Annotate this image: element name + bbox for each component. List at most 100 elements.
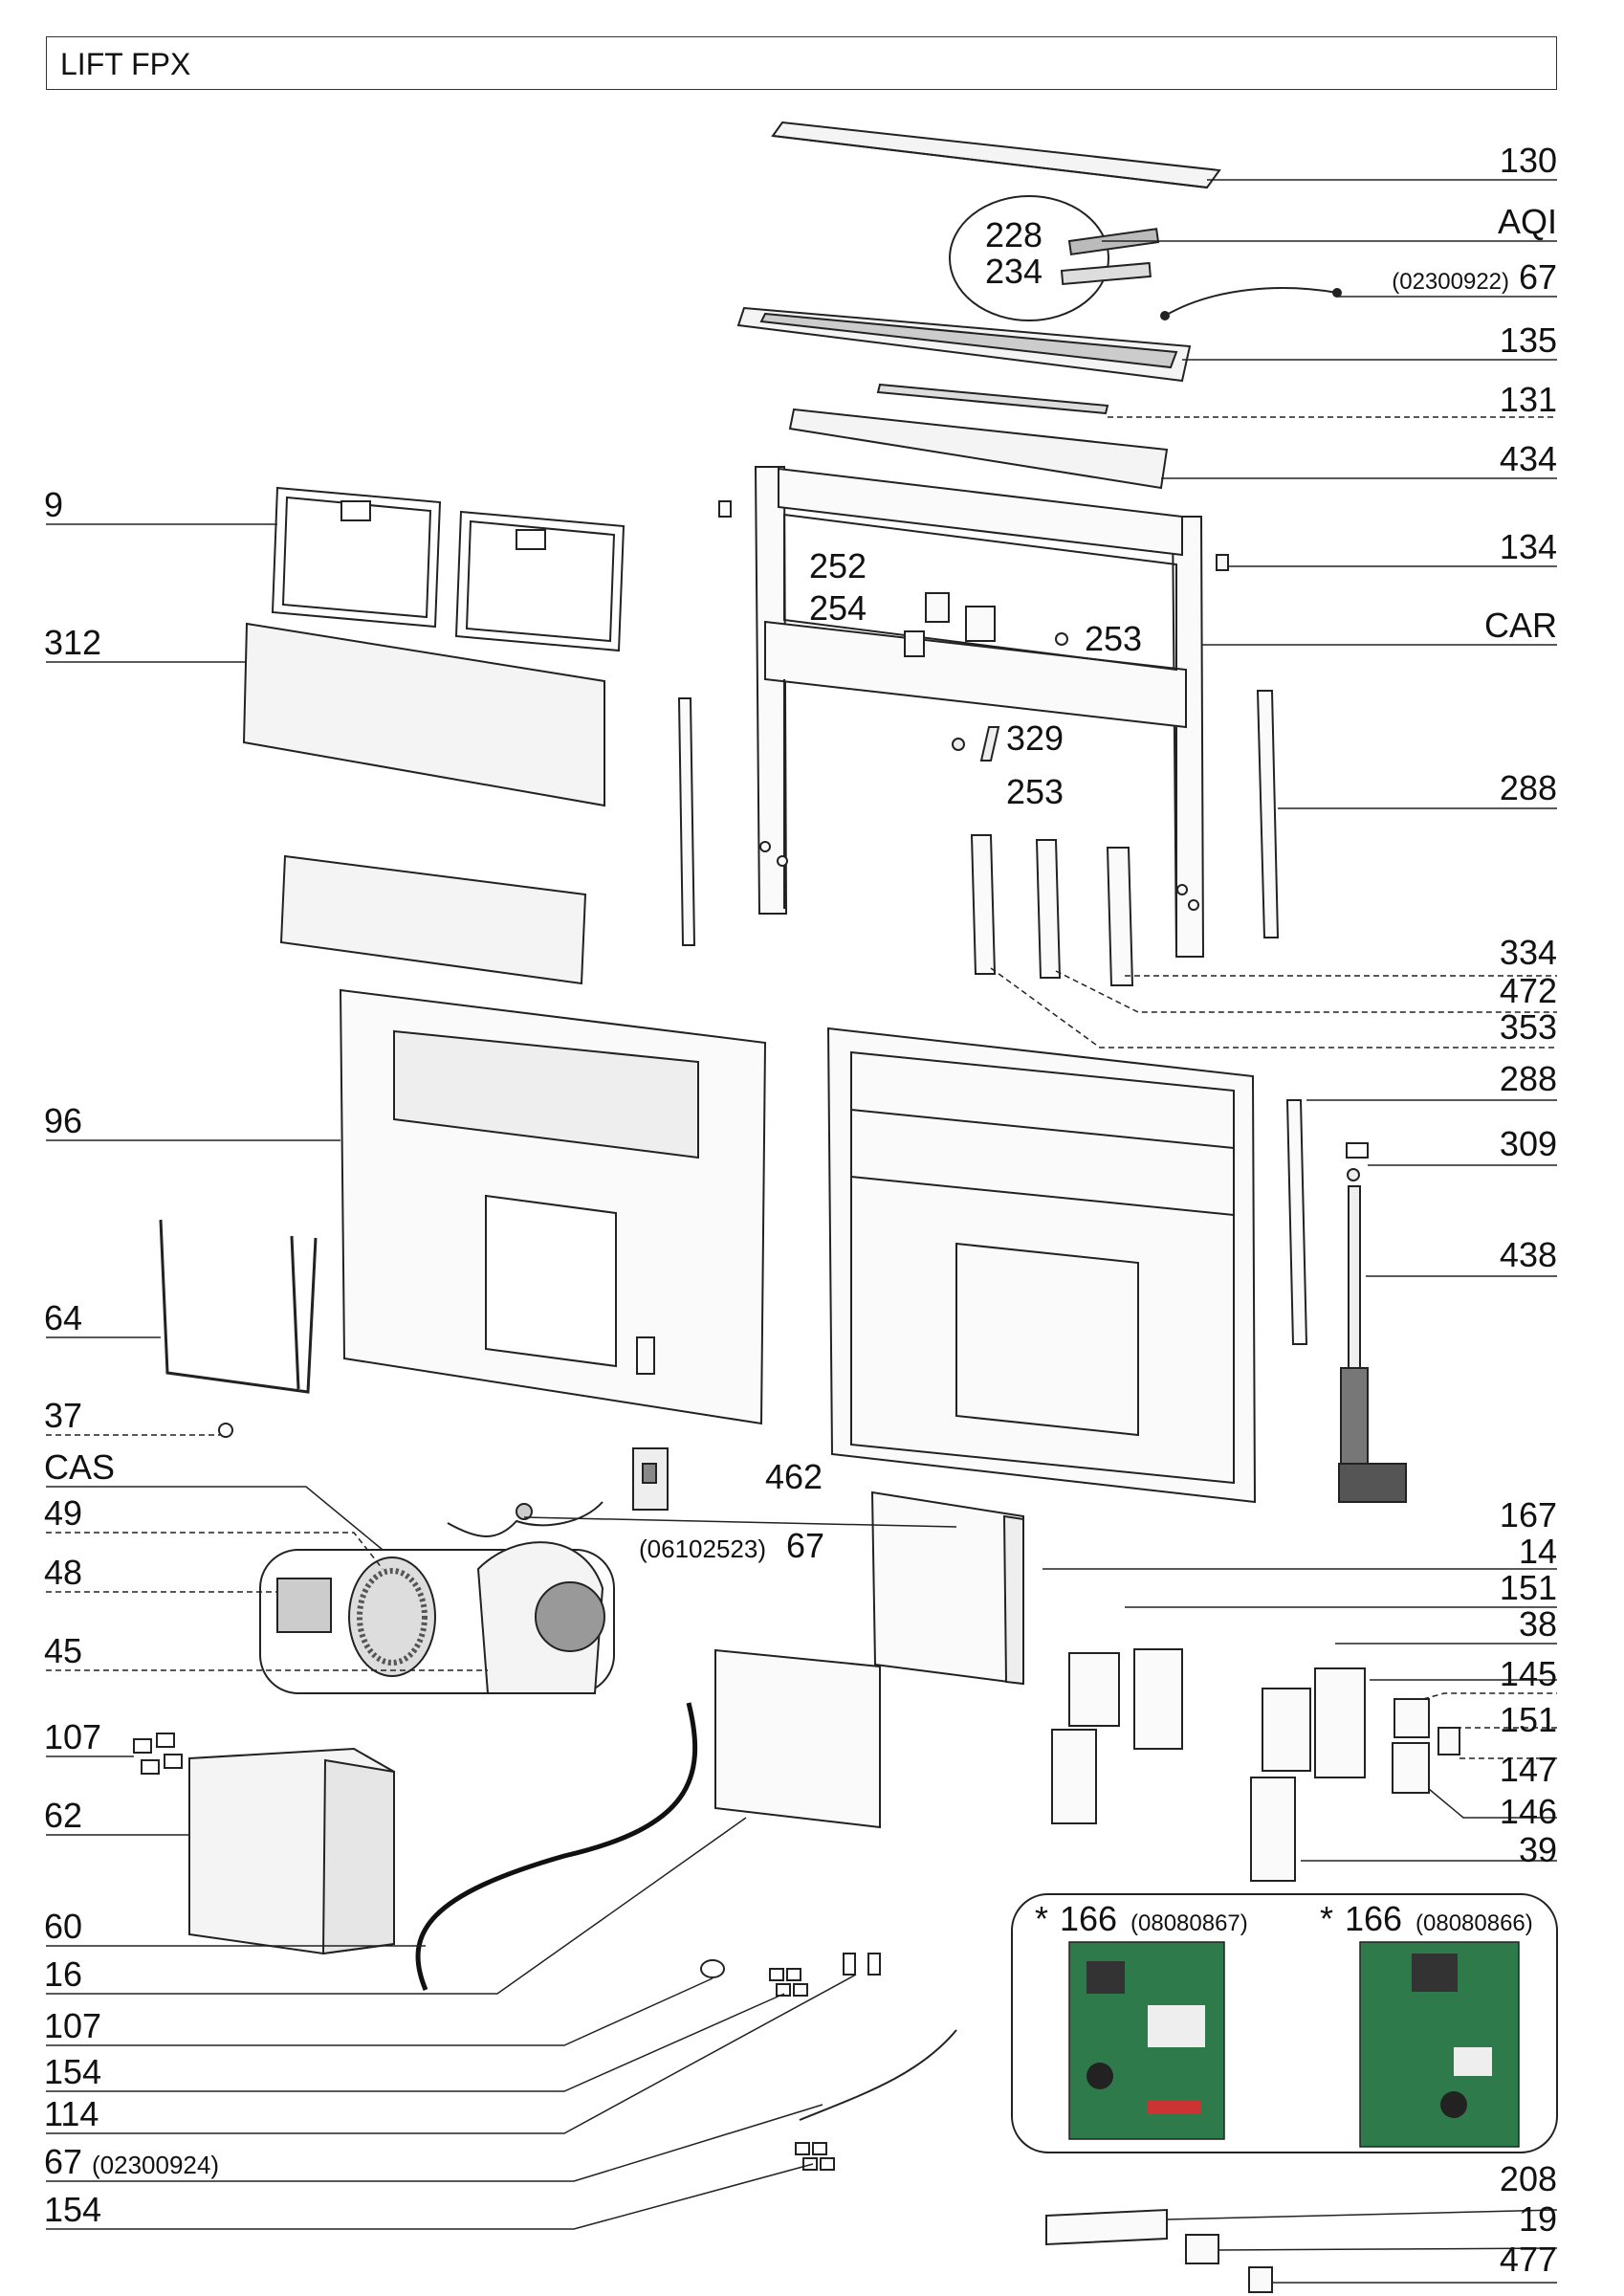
label-67b: 67 [786,1526,824,1565]
label-45: 45 [44,1631,82,1670]
label-154a: 154 [44,2052,101,2091]
panel-312 [242,622,605,807]
clips-107a [133,1733,183,1775]
small-parts [700,1953,957,2171]
label-288b: 288 [1500,1059,1557,1098]
label-19: 19 [1519,2199,1557,2239]
plate [279,854,587,985]
leader-lines [46,179,1558,2284]
star-166a: * [1035,1899,1048,1938]
box-62 [188,1747,395,1955]
actuator-438 [1338,1142,1407,1503]
label-62: 62 [44,1796,82,1835]
label-134: 134 [1500,527,1557,566]
star-166b: * [1320,1899,1333,1938]
modules-right [1051,1648,1460,1882]
bar-434 [788,408,1169,490]
code-67b: (06102523) [639,1534,766,1563]
left-labels: 9 312 96 64 37 CAS 49 48 45 107 62 60 16… [44,485,219,2229]
label-151b: 151 [1500,1700,1557,1739]
right-labels: 130 AQI 67 (02300922) 135 131 434 134 CA… [1392,141,1557,2279]
label-39: 39 [1519,1830,1557,1869]
label-114: 114 [44,2094,99,2133]
label-151a: 151 [1500,1568,1557,1607]
frame-135 [736,306,1192,383]
connector-462 [632,1447,669,1511]
part-37 [218,1423,233,1438]
title-frame: LIFT FPX [46,36,1557,90]
label-38: 38 [1519,1604,1557,1644]
label-166b: 166 [1345,1899,1402,1938]
label-228: 228 [985,215,1042,254]
main-housing [826,1027,1257,1504]
car-frame [718,466,1229,958]
rails-288-334-472-353 [677,690,1280,986]
plate-16 [714,1648,881,1829]
label-48: 48 [44,1553,82,1592]
label-353: 353 [1500,1007,1557,1047]
board-labels: * 166 (08080867) * 166 (08080866) [1035,1899,1533,1938]
label-254: 254 [809,588,867,628]
cover-167 [870,1490,1024,1686]
label-166a: 166 [1060,1899,1117,1938]
label-37: 37 [44,1396,82,1435]
label-472: 472 [1500,971,1557,1010]
label-60: 60 [44,1907,82,1946]
label-131: 131 [1500,380,1557,419]
label-64: 64 [44,1298,82,1337]
label-146: 146 [1500,1792,1557,1831]
code-67a: (02300922) [1392,269,1509,295]
cable-67b [447,1501,604,1537]
label-288a: 288 [1500,768,1557,807]
fan-group-cas [259,1541,615,1694]
label-aqi: AQI [1498,202,1557,241]
label-cas: CAS [44,1447,115,1487]
label-147: 147 [1500,1750,1557,1789]
label-234: 234 [985,252,1042,291]
label-438: 438 [1500,1235,1557,1274]
aqi-sensor-group [949,195,1342,321]
code-166a: (08080867) [1130,1910,1248,1936]
label-107a: 107 [44,1717,101,1756]
label-462: 462 [765,1457,823,1496]
strip-131 [876,383,1109,415]
label-309: 309 [1500,1124,1557,1163]
label-252: 252 [809,546,867,585]
rail-288b [1285,1099,1308,1345]
label-477: 477 [1500,2240,1557,2279]
label-9: 9 [44,485,63,524]
bracket-329-253 [952,726,1000,762]
board-08080867 [1068,1941,1225,2140]
parts-208-19-477 [1045,2208,1273,2293]
label-434: 434 [1500,439,1557,478]
motor-48 [276,1578,332,1633]
label-67a: 67 [1519,257,1557,297]
frame-64 [159,1219,318,1394]
inner-labels: 228 234 252 254 253 329 253 462 (0610252… [639,215,1142,1565]
label-14: 14 [1519,1532,1557,1571]
label-312: 312 [44,623,101,662]
label-49: 49 [44,1493,82,1533]
code-166b: (08080866) [1416,1910,1533,1936]
code-67c: (02300924) [92,2151,219,2179]
label-145: 145 [1500,1654,1557,1693]
label-67c: 67 [44,2142,82,2181]
label-253a: 253 [1085,619,1142,658]
filter-9 [271,486,625,652]
label-154b: 154 [44,2190,101,2229]
label-135: 135 [1500,320,1557,360]
label-16: 16 [44,1954,82,1994]
label-208: 208 [1500,2159,1557,2198]
label-130: 130 [1500,141,1557,180]
label-167: 167 [1500,1495,1557,1534]
board-08080866 [1359,1941,1520,2148]
label-334: 334 [1500,933,1557,972]
label-96: 96 [44,1101,82,1140]
label-car: CAR [1484,606,1557,645]
diagram-title: LIFT FPX [60,47,191,81]
top-cover-130 [771,121,1221,189]
panel-96 [339,988,767,1425]
label-107b: 107 [44,2006,101,2045]
